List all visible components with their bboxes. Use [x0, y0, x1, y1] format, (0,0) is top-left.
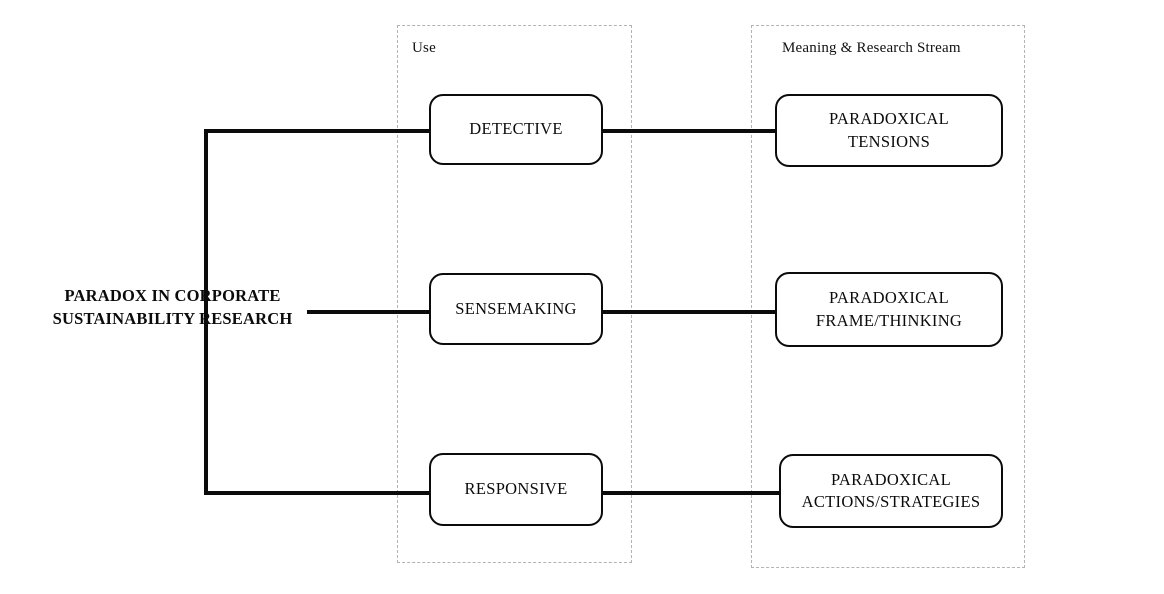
node-meaning-actions-line2: ACTIONS/STRATEGIES: [801, 492, 981, 511]
node-use-sensemaking-label: SENSEMAKING: [455, 298, 577, 318]
node-meaning-paradoxical-tensions[interactable]: PARADOXICAL TENSIONS: [775, 94, 1003, 167]
connector-root-spine: [204, 129, 208, 495]
node-use-responsive-label: RESPONSIVE: [464, 479, 568, 499]
node-meaning-tensions-line1: PARADOXICAL: [828, 109, 950, 129]
node-meaning-paradoxical-frame-thinking[interactable]: PARADOXICAL FRAME/THINKING: [775, 272, 1003, 347]
connector-root-to-responsive: [204, 491, 432, 495]
group-box-meaning: [751, 25, 1025, 568]
root-label: PARADOX IN CORPORATE SUSTAINABILITY RESE…: [52, 286, 293, 329]
group-box-use: [397, 25, 632, 563]
node-meaning-tensions-line2: TENSIONS: [847, 131, 931, 151]
connector-sensemaking-to-frame: [601, 310, 777, 314]
connector-detective-to-tensions: [601, 129, 777, 133]
node-use-detective[interactable]: DETECTIVE: [429, 94, 603, 165]
node-meaning-paradoxical-actions-strategies[interactable]: PARADOXICAL ACTIONS/STRATEGIES: [779, 454, 1003, 528]
node-meaning-frame-line2: FRAME/THINKING: [815, 310, 963, 330]
group-label-meaning: Meaning & Research Stream: [782, 40, 961, 56]
node-use-detective-label: DETECTIVE: [469, 119, 563, 139]
node-meaning-actions-line1: PARADOXICAL: [830, 469, 952, 489]
node-use-responsive[interactable]: RESPONSIVE: [429, 453, 603, 526]
connector-root-to-sensemaking: [307, 310, 432, 314]
connector-root-to-detective: [204, 129, 432, 133]
node-meaning-frame-line1: PARADOXICAL: [828, 288, 950, 308]
connector-responsive-to-actions: [601, 491, 781, 495]
group-label-use: Use: [412, 40, 436, 56]
node-use-sensemaking[interactable]: SENSEMAKING: [429, 273, 603, 345]
